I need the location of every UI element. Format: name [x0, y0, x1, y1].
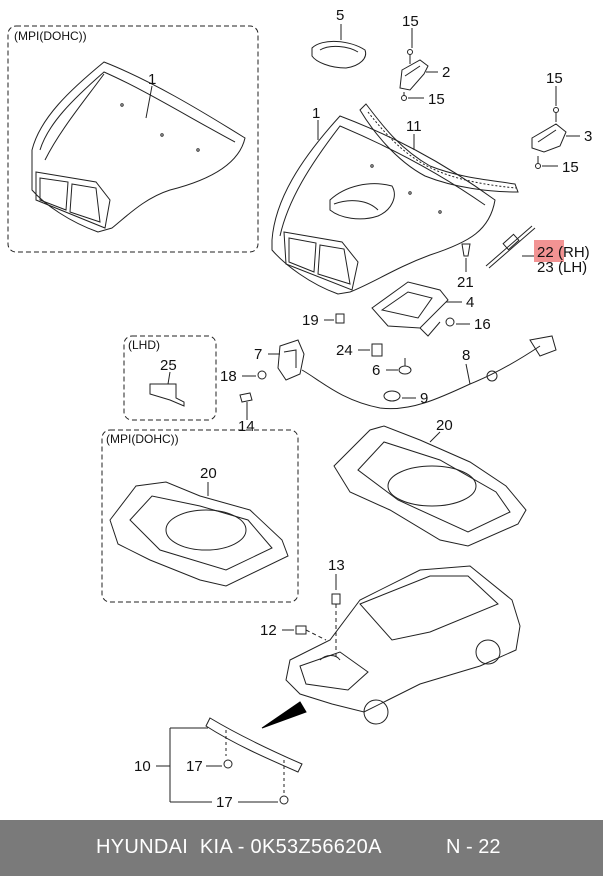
clip-part17a — [223, 759, 233, 769]
callout-18: 18 — [220, 368, 237, 385]
box-title-lhd: (LHD) — [128, 338, 160, 352]
insulator-pad-mpi — [109, 481, 289, 587]
footer-part-number: HYUNDAI KIA - 0K53Z56620A — [96, 836, 382, 858]
callout-1-main: 1 — [312, 105, 320, 122]
callout-14: 14 — [238, 418, 255, 435]
callout-16: 16 — [474, 316, 491, 333]
callout-3: 3 — [584, 128, 592, 145]
bracket-part25 — [149, 383, 185, 407]
grommet-part6 — [398, 365, 412, 375]
bolt-part18 — [257, 370, 267, 380]
leader-lines — [145, 24, 580, 803]
callout-2: 2 — [442, 64, 450, 81]
callout-13: 13 — [328, 557, 345, 574]
box-lhd — [123, 335, 217, 421]
nut-part12 — [295, 625, 307, 635]
highlight-arrow — [261, 701, 307, 729]
callout-4: 4 — [466, 294, 474, 311]
callout-17-lower: 17 — [216, 794, 233, 811]
callout-23: 23 — [537, 259, 554, 276]
callout-23-side: (LH) — [558, 259, 587, 276]
bumper-part19 — [335, 313, 345, 324]
parts-diagram: (MPI(DOHC)) (LHD) (MPI(DOHC)) 1 1 5 15 2… — [7, 7, 592, 811]
vehicle-outline — [285, 565, 521, 725]
nut-part16 — [445, 317, 455, 327]
callout-15-right-bottom: 15 — [562, 159, 579, 176]
clip-part17b — [279, 795, 289, 805]
callout-1-mpi: 1 — [148, 71, 156, 88]
callout-15-right-top: 15 — [546, 70, 563, 87]
callout-24: 24 — [336, 342, 353, 359]
hood-scoop-part5 — [311, 41, 367, 69]
highlight-box-part22 — [534, 240, 564, 262]
callout-22-side: (RH) — [558, 244, 590, 261]
hood-lifter-part22 — [485, 225, 536, 269]
hood-panel-mpi — [31, 61, 246, 233]
bolt-part14 — [239, 392, 253, 403]
box-title-mpi-dohc-insulator: (MPI(DOHC)) — [106, 432, 179, 446]
insulator-pad-main — [333, 425, 527, 547]
callout-9: 9 — [420, 390, 428, 407]
clip-part9 — [383, 390, 401, 402]
callout-15-hinge2: 15 — [428, 91, 445, 108]
footer-diagram-ref: N - 22 — [446, 836, 501, 858]
hood-panel-main — [271, 115, 496, 295]
callout-17-upper: 17 — [186, 758, 203, 775]
box-mpi-dohc-hood — [7, 25, 259, 253]
footer-bar: HYUNDAI KIA - 0K53Z56620A N - 22 — [0, 820, 603, 876]
callout-5: 5 — [336, 7, 344, 24]
callout-6: 6 — [372, 362, 380, 379]
callout-11: 11 — [406, 118, 422, 135]
callout-12: 12 — [260, 622, 277, 639]
callout-20-mpi: 20 — [200, 465, 217, 482]
callout-19: 19 — [302, 312, 319, 329]
clip-part24 — [371, 343, 383, 357]
hinge-part3 — [531, 107, 567, 169]
hood-latch-part7 — [277, 339, 305, 381]
box-title-mpi-dohc-hood: (MPI(DOHC)) — [14, 29, 87, 43]
release-cable-part8 — [301, 335, 557, 410]
callout-15-top: 15 — [402, 13, 419, 30]
callout-25: 25 — [160, 357, 177, 374]
bolt-part13 — [331, 593, 341, 605]
box-mpi-dohc-insulator — [101, 429, 299, 603]
weatherstrip-part11 — [359, 103, 519, 193]
callout-22: 22 — [537, 244, 554, 261]
callout-7: 7 — [254, 346, 262, 363]
cowl-strip-part10 — [205, 717, 303, 796]
callout-10: 10 — [134, 758, 151, 775]
hinge-part2 — [399, 49, 429, 101]
callout-8: 8 — [462, 347, 470, 364]
latch-bracket-part4 — [371, 281, 449, 337]
callout-21: 21 — [457, 274, 474, 291]
clip-part21 — [461, 243, 471, 257]
callout-20-main: 20 — [436, 417, 453, 434]
